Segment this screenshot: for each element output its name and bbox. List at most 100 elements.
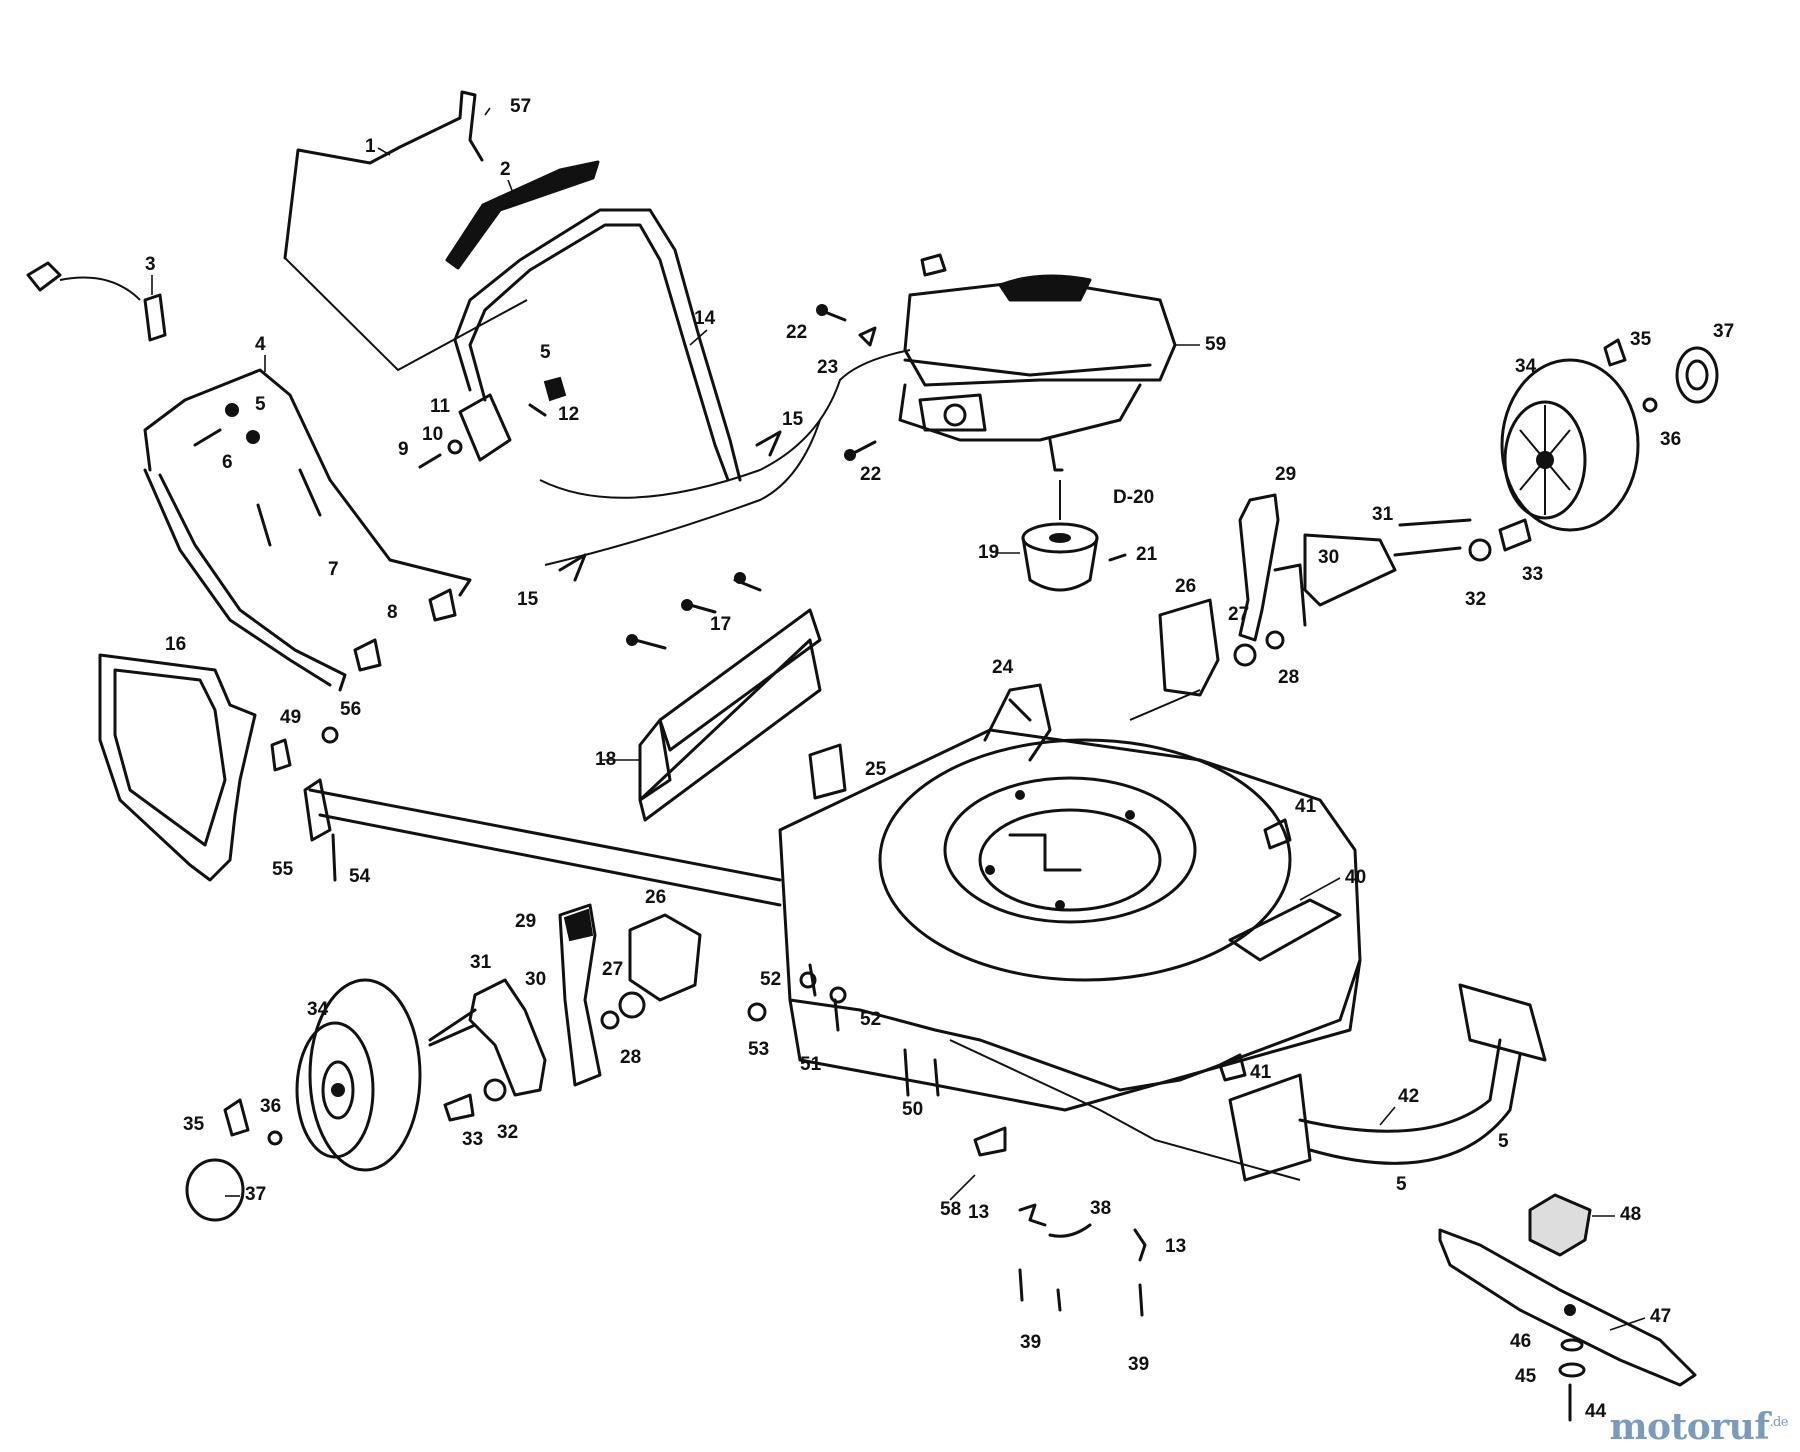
callout-33: 33: [1522, 564, 1543, 585]
callout-44: 44: [1585, 1401, 1607, 1422]
callout-49: 49: [280, 707, 301, 728]
callout-6: 6: [222, 452, 233, 473]
callout-21: 21: [1136, 544, 1158, 565]
callout-50: 50: [902, 1099, 923, 1120]
hubcap-part-37-left: [185, 1158, 245, 1222]
hubcap-part-37-right: [1675, 346, 1719, 404]
handle-brackets-parts-9-10-11-12: [418, 376, 567, 469]
baffle-parts-13-38-58: [973, 1126, 1147, 1262]
engine-mount-part-24: [983, 683, 1052, 762]
callout-5: 5: [1396, 1174, 1407, 1195]
adjuster-plate-parts-26-27-28-left: [600, 913, 702, 1030]
callout-35: 35: [183, 1114, 205, 1135]
blade-adapter-parts-19-21: [1021, 480, 1127, 592]
callout-2: 2: [500, 159, 511, 180]
callout-27: 27: [1228, 604, 1249, 625]
callout-45: 45: [1515, 1366, 1537, 1387]
callout-37: 37: [1713, 321, 1734, 342]
callout-31: 31: [1372, 504, 1394, 525]
callout-22: 22: [786, 322, 807, 343]
callout-36: 36: [260, 1096, 281, 1117]
leader-lines: [151, 107, 1646, 1331]
callout-d-20: D-20: [1113, 487, 1154, 508]
callout-47: 47: [1650, 1306, 1671, 1327]
callout-38: 38: [1090, 1198, 1111, 1219]
callout-15: 15: [782, 409, 804, 430]
callout-34: 34: [1515, 356, 1537, 377]
callout-13: 13: [1165, 1236, 1186, 1257]
callout-5: 5: [540, 342, 551, 363]
callout-29: 29: [515, 911, 536, 932]
callout-57: 57: [510, 96, 531, 117]
callout-39: 39: [1020, 1332, 1041, 1353]
callout-37: 37: [245, 1184, 266, 1205]
wheel-part-34-right: [1500, 358, 1640, 532]
handle-bolts-parts-5-6-7: [193, 403, 322, 547]
mower-deck-part-40: [778, 728, 1362, 1181]
wheel-bolt-parts-32-33-right: [1468, 518, 1532, 562]
callout-52: 52: [760, 969, 781, 990]
callout-36: 36: [1660, 429, 1681, 450]
callout-13: 13: [968, 1202, 989, 1223]
callout-54: 54: [349, 866, 371, 887]
callout-16: 16: [165, 634, 186, 655]
callout-3: 3: [145, 254, 156, 275]
callout-28: 28: [1278, 667, 1299, 688]
handle-clamps-part-8: [353, 588, 457, 672]
callout-26: 26: [1175, 576, 1196, 597]
callout-4: 4: [255, 334, 266, 355]
callout-51: 51: [800, 1054, 822, 1075]
adjuster-plate-parts-26-27-28-right: [1129, 598, 1285, 721]
callout-7: 7: [328, 559, 339, 580]
callout-31: 31: [470, 952, 492, 973]
deck-hardware-parts-50-51-52-53: [747, 963, 940, 1097]
blade-adapter-part-48: [1528, 1193, 1592, 1257]
callout-9: 9: [398, 439, 409, 460]
height-adjuster-parts-29-30-left: [558, 903, 602, 1087]
blade-part-47: [1438, 1228, 1697, 1387]
callout-42: 42: [1398, 1086, 1419, 1107]
callout-39: 39: [1128, 1354, 1149, 1375]
callout-46: 46: [1510, 1331, 1531, 1352]
callout-5: 5: [1498, 1131, 1509, 1152]
callout-24: 24: [992, 657, 1014, 678]
callout-17: 17: [710, 614, 731, 635]
callout-14: 14: [694, 308, 716, 329]
callout-15: 15: [517, 589, 539, 610]
callout-27: 27: [602, 959, 623, 980]
hinge-rod-parts-54-55-56: [303, 726, 782, 907]
discharge-chute-part-42: [1228, 983, 1547, 1182]
throttle-control-part-3: [26, 261, 167, 342]
callout-22: 22: [860, 464, 881, 485]
callout-56: 56: [340, 699, 361, 720]
control-cable-part-1: [283, 90, 528, 372]
callout-41: 41: [1250, 1062, 1272, 1083]
callout-33: 33: [462, 1129, 483, 1150]
callout-19: 19: [978, 542, 999, 563]
callout-5: 5: [255, 394, 266, 415]
handle-grip-part-2: [445, 160, 600, 270]
callout-53: 53: [748, 1039, 769, 1060]
deck-bolts-part-39: [1018, 1268, 1144, 1317]
rear-door-part-16: [98, 653, 257, 882]
callout-11: 11: [430, 396, 451, 417]
callout-34: 34: [307, 999, 329, 1020]
wheel-bolt-parts-32-33-left: [443, 1078, 507, 1122]
callout-8: 8: [387, 602, 398, 623]
deck-bracket-part-25: [808, 743, 847, 800]
engine-cable-route: [539, 349, 911, 566]
spring-part-49: [270, 738, 292, 772]
callout-32: 32: [1465, 589, 1486, 610]
engine-bolts-parts-22-23: [816, 304, 877, 461]
callout-58: 58: [940, 1199, 961, 1220]
callout-30: 30: [1318, 547, 1339, 568]
deck-clip-part-41: [1218, 818, 1292, 1082]
callout-55: 55: [272, 859, 294, 880]
wheel-hardware-left-35-36: [223, 1098, 283, 1146]
callout-41: 41: [1295, 796, 1317, 817]
callout-59: 59: [1205, 334, 1226, 355]
callout-30: 30: [525, 969, 546, 990]
wheel-hardware-right-35-36: [1603, 338, 1658, 413]
blade-bolt-parts-44-45-46: [1558, 1338, 1586, 1422]
